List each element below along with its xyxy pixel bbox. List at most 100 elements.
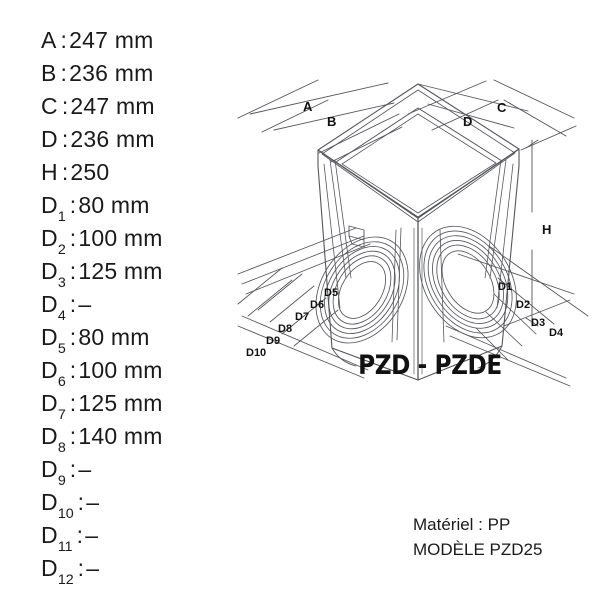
spec-row: A:247 mm	[41, 24, 256, 57]
spec-separator: :	[61, 159, 69, 185]
chamber-top-flange	[317, 83, 520, 223]
spec-row: D1:80 mm	[41, 189, 256, 226]
spec-label-subscript: 3	[57, 275, 66, 292]
spec-value: 140 mm	[78, 423, 163, 449]
spec-row: D6:100 mm	[41, 354, 256, 391]
spec-separator: :	[77, 489, 85, 515]
spec-label-subscript: 2	[57, 242, 66, 259]
spec-label: D12	[41, 555, 74, 589]
spec-label: D9	[41, 456, 66, 490]
spec-separator: :	[69, 291, 77, 317]
dim-label-D6: D6	[310, 299, 324, 311]
spec-value: 80 mm	[78, 192, 150, 218]
dim-label-D5: D5	[324, 287, 338, 299]
spec-row: B:236 mm	[41, 57, 256, 90]
spec-separator: :	[69, 192, 77, 218]
spec-row: D7:125 mm	[41, 387, 256, 424]
dim-label-D10: D10	[246, 347, 266, 359]
spec-label: D7	[41, 390, 66, 424]
spec-value: –	[86, 489, 100, 515]
spec-value: 125 mm	[78, 258, 163, 284]
spec-value: 125 mm	[78, 390, 163, 416]
spec-row: D9:–	[41, 453, 256, 490]
height-dimension	[503, 125, 577, 327]
spec-value: 100 mm	[78, 357, 163, 383]
dim-label-C: C	[497, 100, 507, 115]
footer-info: Matériel : PP MODÈLE PZD25	[413, 512, 542, 562]
spec-value: –	[86, 555, 100, 581]
spec-label: D2	[41, 225, 66, 259]
model-line: MODÈLE PZD25	[413, 540, 543, 559]
spec-separator: :	[69, 456, 77, 482]
dim-label-A: A	[303, 99, 313, 114]
dim-label-D3: D3	[531, 317, 545, 329]
spec-separator: :	[69, 324, 77, 350]
dim-label-D2: D2	[516, 299, 530, 311]
dim-label-D9: D9	[266, 335, 280, 347]
spec-value: 80 mm	[78, 324, 150, 350]
spec-label-subscript: 8	[57, 440, 66, 457]
spec-value: –	[78, 291, 92, 317]
spec-label-subscript: 7	[57, 407, 66, 424]
isometric-drawing: A B D C H D1 D2 D3 D4 D5 D6 D7 D8 D9 D10	[236, 78, 600, 408]
spec-value: 100 mm	[78, 225, 163, 251]
left-pipe-dimension-rays	[237, 227, 371, 379]
dim-label-D1: D1	[498, 281, 512, 293]
dim-label-D: D	[463, 114, 472, 129]
spec-row: D10:–	[41, 486, 256, 523]
spec-row: H:250	[41, 156, 256, 189]
spec-separator: :	[60, 60, 68, 86]
spec-row: C:247 mm	[41, 90, 256, 123]
spec-separator: :	[76, 522, 84, 548]
spec-row: D3:125 mm	[41, 255, 256, 292]
spec-label: B	[41, 60, 57, 86]
spec-value: 236 mm	[70, 126, 155, 152]
spec-label-subscript: 9	[57, 473, 66, 490]
spec-row: D5:80 mm	[41, 321, 256, 358]
spec-value: 250	[70, 159, 110, 185]
right-pipe-socket	[419, 225, 517, 339]
spec-label-subscript: 10	[57, 506, 74, 523]
spec-label: D3	[41, 258, 66, 292]
left-pipe-socket	[315, 236, 409, 344]
dim-label-H: H	[542, 222, 551, 237]
right-pipe-dimension-rays	[445, 245, 589, 387]
spec-label: D6	[41, 357, 66, 391]
spec-separator: :	[77, 555, 85, 581]
spec-row: D:236 mm	[41, 123, 256, 156]
spec-separator: :	[60, 27, 68, 53]
spec-label: C	[41, 93, 58, 119]
spec-separator: :	[69, 423, 77, 449]
spec-row: D11:–	[41, 519, 256, 556]
spec-separator: :	[61, 126, 69, 152]
spec-row: D12:–	[41, 552, 256, 589]
spec-separator: :	[69, 357, 77, 383]
spec-label-subscript: 1	[57, 209, 66, 226]
spec-value: 236 mm	[69, 60, 154, 86]
spec-label-subscript: 6	[57, 374, 66, 391]
chamber-body	[317, 148, 520, 381]
dim-label-D8: D8	[278, 323, 292, 335]
spec-label: D5	[41, 324, 66, 358]
spec-separator: :	[61, 93, 69, 119]
spec-value: 247 mm	[70, 93, 155, 119]
spec-label-subscript: 4	[57, 308, 66, 325]
spec-value: –	[85, 522, 99, 548]
spec-label: H	[41, 159, 58, 185]
top-dimension-lines	[237, 79, 575, 163]
dim-label-D4: D4	[549, 327, 564, 339]
spec-separator: :	[69, 258, 77, 284]
spec-row: D8:140 mm	[41, 420, 256, 457]
model-title: PZD - PZDE	[358, 350, 502, 381]
spec-label-subscript: 11	[57, 539, 73, 556]
spec-label-subscript: 12	[57, 572, 74, 589]
spec-label: D4	[41, 291, 66, 325]
drawing-svg: A B D C H D1 D2 D3 D4 D5 D6 D7 D8 D9 D10	[237, 79, 589, 387]
spec-separator: :	[69, 390, 77, 416]
spec-label: D1	[41, 192, 66, 226]
spec-row: D2:100 mm	[41, 222, 256, 259]
dim-label-D7: D7	[295, 311, 309, 323]
spec-label: D	[41, 126, 58, 152]
